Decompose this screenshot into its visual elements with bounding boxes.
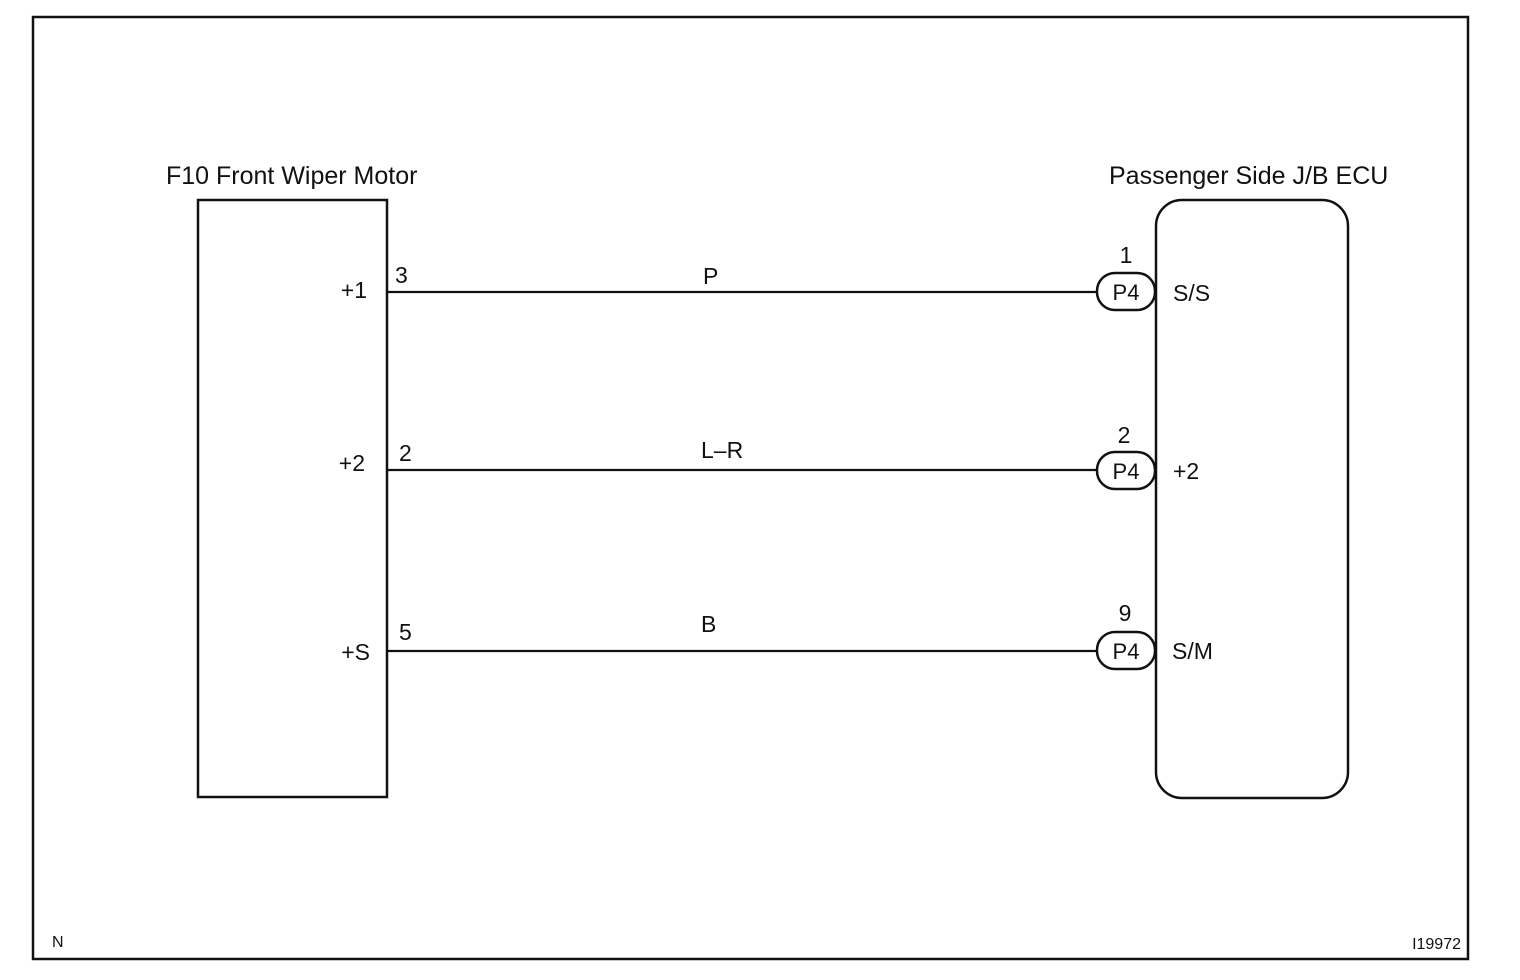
jb-ecu-title: Passenger Side J/B ECU [1109,162,1388,190]
wiper-motor-box [196,198,389,799]
motor-pin-3: 3 [395,262,408,288]
ecu-terminal-ss: S/S [1173,280,1210,306]
ecu-pin-1: 1 [1120,242,1133,268]
connector-p4-pin2 [1095,450,1157,491]
motor-pin-5: 5 [399,619,412,645]
ecu-terminal-sm: S/M [1172,638,1213,664]
connector-p4-pin1 [1095,271,1157,312]
connector-p4-pin9 [1095,630,1157,671]
corner-mark-n: N [52,934,64,951]
diagram-frame [31,15,1470,961]
ecu-pin-2: 2 [1118,422,1131,448]
wiper-motor-title: F10 Front Wiper Motor [166,162,417,190]
ecu-terminal-plus2: +2 [1173,458,1199,484]
connector-label-9: P4 [1113,639,1140,664]
connector-label-1: P4 [1113,280,1140,305]
motor-terminal-plus1: +1 [341,277,367,303]
wire-color-label-b: B [701,611,716,637]
jb-ecu-box [1154,198,1350,800]
motor-terminal-plus2: +2 [339,450,365,476]
motor-pin-2: 2 [399,440,412,466]
figure-id: I19972 [1412,936,1461,953]
wire-color-label-p: P [703,263,718,289]
motor-terminal-plusS: +S [341,639,370,665]
wire-color-label-lr: L–R [701,437,743,463]
ecu-pin-9: 9 [1119,600,1132,626]
connector-label-2: P4 [1113,459,1140,484]
